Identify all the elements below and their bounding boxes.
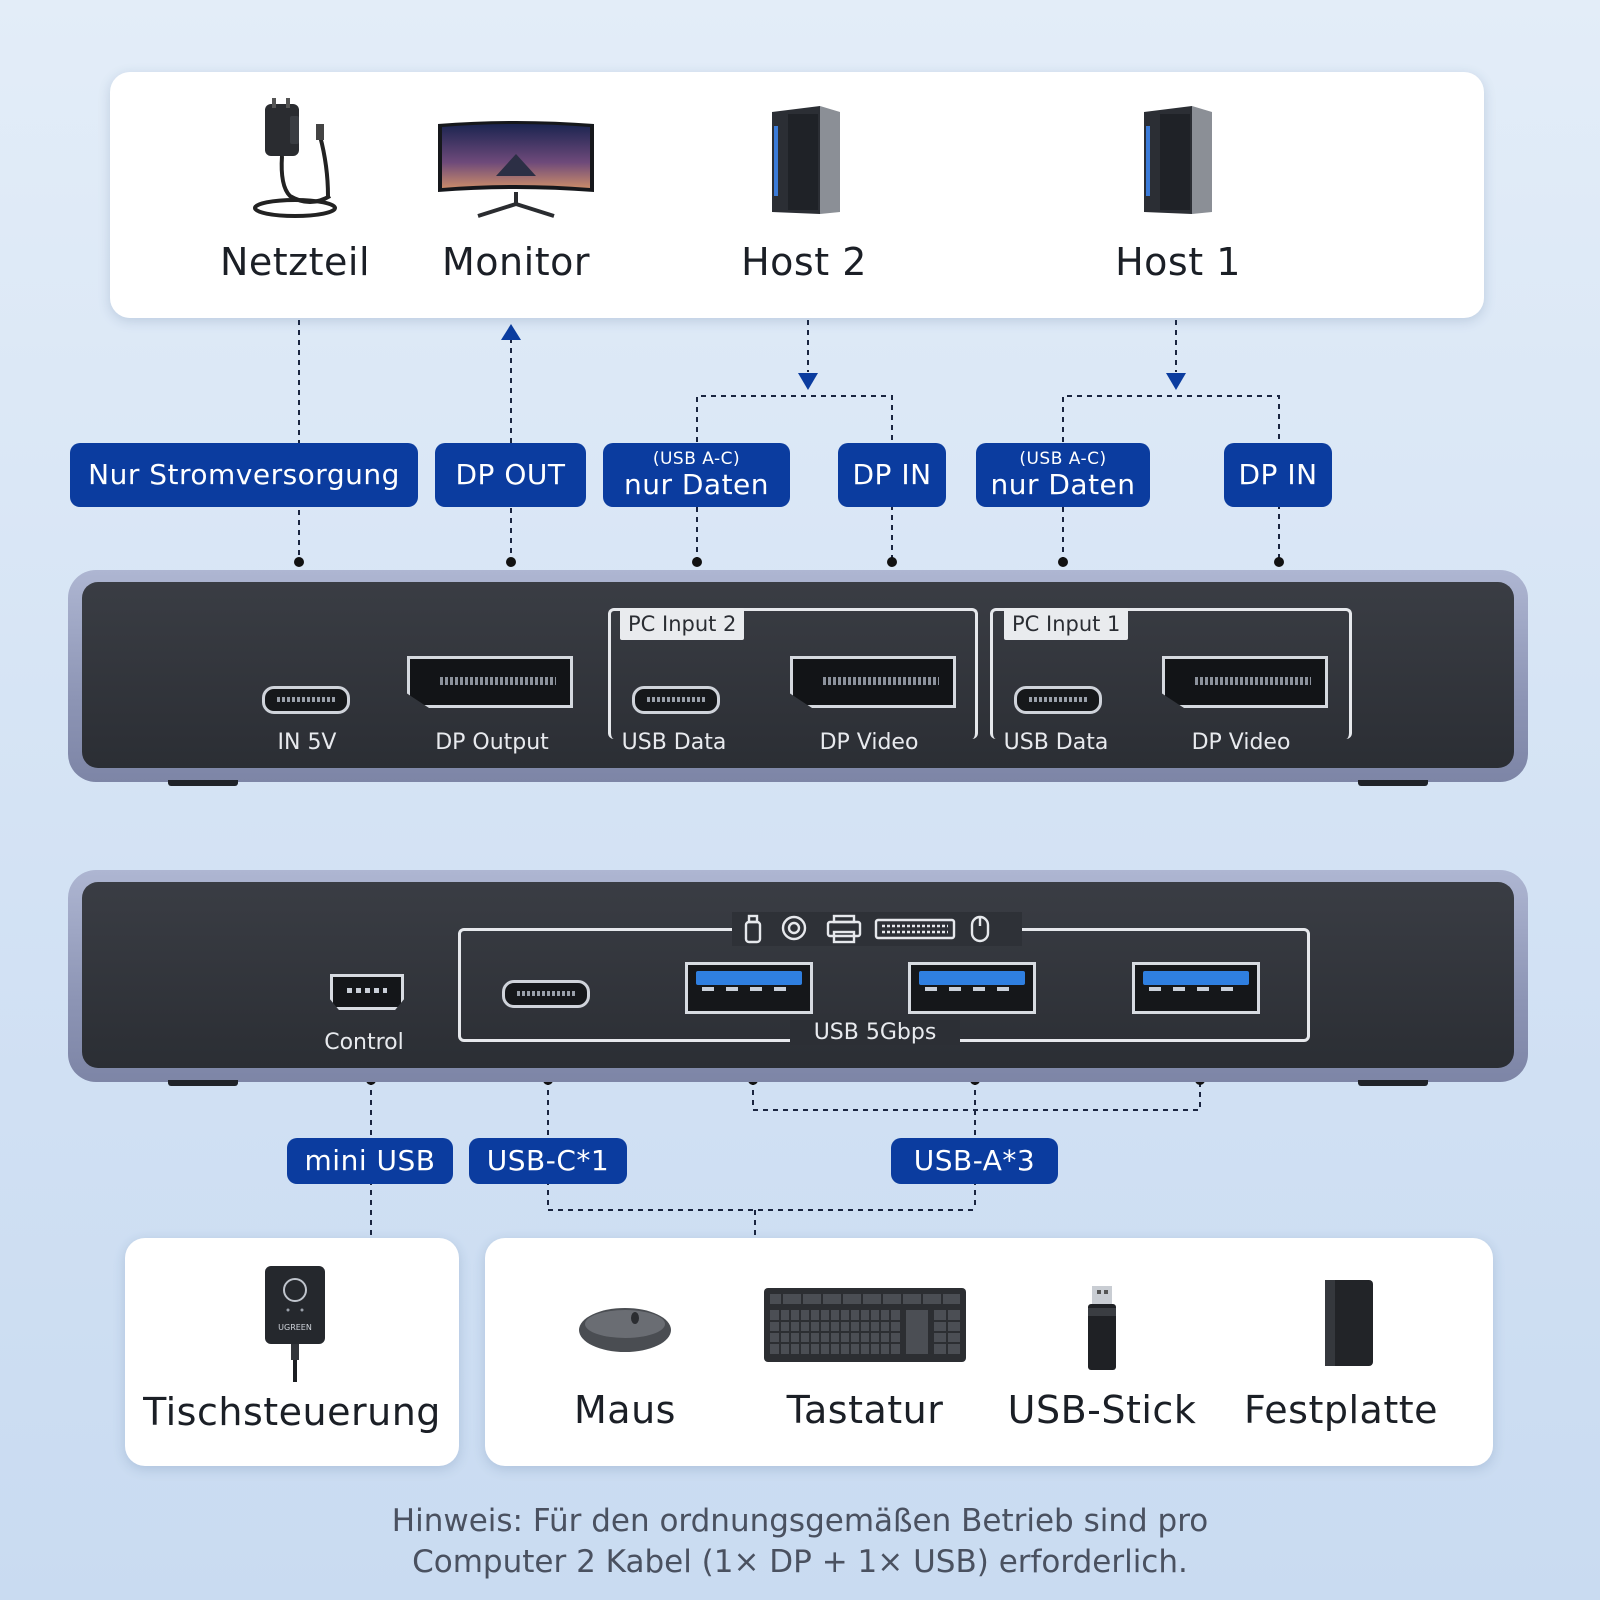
port-label-dp-video-1: DP Video bbox=[1191, 730, 1291, 755]
usb-a-port-3 bbox=[1132, 962, 1260, 1014]
device-label-host-2: Host 2 bbox=[741, 240, 867, 284]
pill-text: mini USB bbox=[304, 1144, 436, 1177]
note-line-1: Hinweis: Für den ordnungsgemäßen Betrieb… bbox=[391, 1503, 1209, 1539]
kvm-hub-back: Control USB 5Gbps bbox=[68, 870, 1528, 1086]
desk-controller-icon: UGREEN bbox=[265, 1266, 325, 1382]
usb-stick-icon bbox=[744, 920, 762, 944]
printer-icon bbox=[826, 920, 862, 938]
pc-tower-icon bbox=[1144, 106, 1212, 214]
usb-c-port bbox=[502, 980, 590, 1008]
usb-c-data-port-2 bbox=[632, 686, 720, 714]
pill-usb-a: USB-A*3 bbox=[891, 1138, 1058, 1184]
peripheral-icons bbox=[732, 912, 1022, 946]
peripherals-card: Maus Tastatur USB-Stick Festplatte bbox=[485, 1238, 1493, 1466]
port-label-control: Control bbox=[324, 1030, 404, 1055]
pill-text: USB-A*3 bbox=[913, 1144, 1036, 1177]
dp-video-port-2 bbox=[790, 656, 956, 708]
pill-mini-usb: mini USB bbox=[287, 1138, 453, 1184]
pill-text: DP OUT bbox=[455, 458, 566, 491]
pill-usb-data-1: (USB A-C) nur Daten bbox=[976, 443, 1150, 507]
dp-video-port-1 bbox=[1162, 656, 1328, 708]
pill-subtext: (USB A-C) bbox=[652, 449, 741, 469]
pill-power-only: Nur Stromversorgung bbox=[70, 443, 418, 507]
monitor-icon bbox=[438, 121, 594, 218]
kvm-hub-front: IN 5V DP Output PC Input 2 USB Data DP V… bbox=[68, 570, 1528, 786]
hub-back-panel: Control USB 5Gbps bbox=[82, 882, 1514, 1068]
dp-output-port bbox=[407, 656, 573, 708]
pill-usb-data-2: (USB A-C) nur Daten bbox=[603, 443, 790, 507]
tag-pc-input-2: PC Input 2 bbox=[620, 608, 745, 640]
controller-brand: UGREEN bbox=[278, 1323, 312, 1332]
controller-card: UGREEN Tischsteuerung bbox=[125, 1238, 459, 1466]
pill-dp-in-1: DP IN bbox=[1224, 443, 1332, 507]
pill-text: USB-C*1 bbox=[486, 1144, 610, 1177]
pill-text: DP IN bbox=[1238, 458, 1318, 491]
hard-drive-icon bbox=[1325, 1280, 1373, 1366]
pill-dp-out: DP OUT bbox=[435, 443, 586, 507]
power-adapter-icon bbox=[253, 98, 337, 218]
device-label-monitor: Monitor bbox=[442, 240, 590, 284]
pill-text: nur Daten bbox=[990, 468, 1136, 501]
pc-tower-icon bbox=[772, 106, 840, 214]
usb-a-port-2 bbox=[908, 962, 1036, 1014]
hub-foot bbox=[168, 1080, 238, 1086]
port-label-dp-output: DP Output bbox=[435, 730, 549, 755]
tag-pc-input-1: PC Input 1 bbox=[1004, 608, 1129, 640]
pill-subtext: (USB A-C) bbox=[1019, 449, 1107, 469]
usb-stick-icon bbox=[1088, 1286, 1116, 1370]
port-label-usb-data-2: USB Data bbox=[621, 730, 727, 755]
device-label-usb-stick: USB-Stick bbox=[1007, 1388, 1197, 1432]
pill-text: nur Daten bbox=[623, 468, 770, 501]
pc-input-1-frame bbox=[990, 608, 1352, 739]
mouse-icon bbox=[579, 1308, 671, 1352]
hub-foot bbox=[1358, 780, 1428, 786]
port-label-usb-data-1: USB Data bbox=[1003, 730, 1109, 755]
pill-usb-c: USB-C*1 bbox=[469, 1138, 627, 1184]
device-label-maus: Maus bbox=[574, 1388, 676, 1432]
usb-c-data-port-1 bbox=[1014, 686, 1102, 714]
port-label-in5v: IN 5V bbox=[277, 730, 337, 755]
hub-foot bbox=[1358, 1080, 1428, 1086]
keyboard-icon bbox=[764, 1288, 966, 1362]
device-label-tischsteuerung: Tischsteuerung bbox=[143, 1390, 441, 1434]
device-label-festplatte: Festplatte bbox=[1244, 1388, 1438, 1432]
pc-input-2-frame bbox=[608, 608, 978, 739]
hub-front-panel: IN 5V DP Output PC Input 2 USB Data DP V… bbox=[82, 582, 1514, 768]
pill-text: Nur Stromversorgung bbox=[88, 458, 400, 491]
top-devices-card: Netzteil Monitor Host 2 Host 1 bbox=[110, 72, 1484, 318]
port-label-dp-video-2: DP Video bbox=[819, 730, 919, 755]
keyboard-icon bbox=[874, 918, 956, 940]
pill-dp-in-2: DP IN bbox=[838, 443, 946, 507]
usb-a-port-1 bbox=[685, 962, 813, 1014]
device-label-host-1: Host 1 bbox=[1115, 240, 1241, 284]
pill-text: DP IN bbox=[852, 458, 932, 491]
port-label-usb-5gbps: USB 5Gbps bbox=[790, 1020, 960, 1045]
note-line-2: Computer 2 Kabel (1× DP + 1× USB) erford… bbox=[412, 1544, 1188, 1580]
hub-foot bbox=[168, 780, 238, 786]
device-label-tastatur: Tastatur bbox=[786, 1388, 944, 1432]
mini-usb-control-port bbox=[330, 974, 404, 1010]
usb-c-power-port bbox=[262, 686, 350, 714]
device-label-netzteil: Netzteil bbox=[219, 240, 371, 284]
webcam-icon bbox=[781, 915, 807, 941]
